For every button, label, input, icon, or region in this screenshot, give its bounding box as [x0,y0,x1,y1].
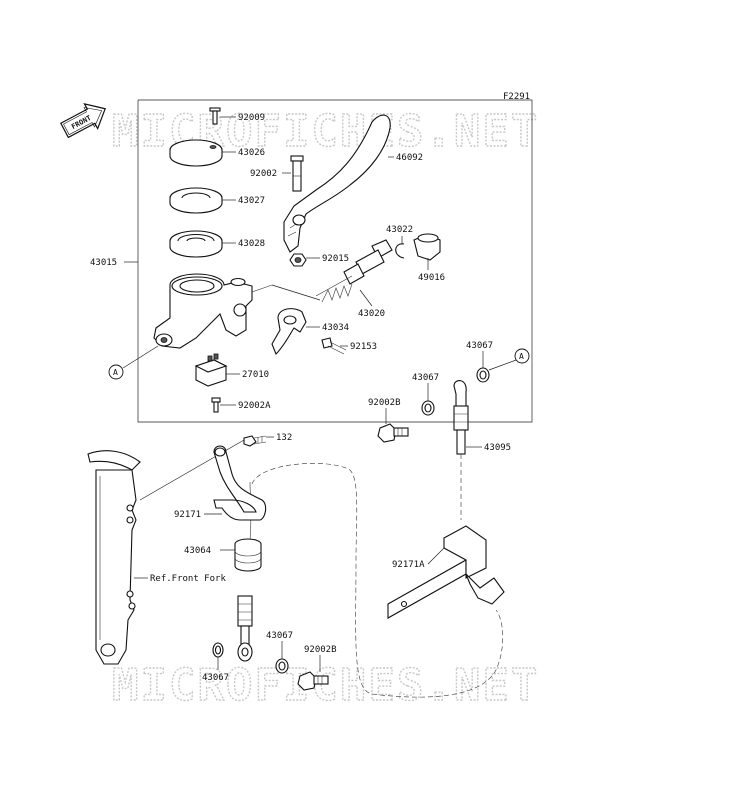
screw-92009-icon [209,107,221,125]
svg-text:A: A [519,352,524,361]
label-92153: 92153 [350,342,377,352]
diaphragm-43028-icon [169,230,223,258]
hose-routing-loop [251,463,504,698]
front-fork-icon [87,450,141,665]
screw-92002a-icon [211,397,221,413]
label-27010: 27010 [242,370,269,380]
label-43067-b: 43067 [412,373,439,383]
bolt-132-icon [243,435,267,447]
label-43067-c: 43067 [266,631,293,641]
svg-text:A: A [113,368,118,377]
label-49016: 49016 [418,273,445,283]
bolt-92153-icon [321,337,347,355]
washer-43067-lower-mid-icon [275,658,289,674]
hose-43095-icon [453,380,469,455]
watermark-bottom: MICROFICHES.NET [112,660,539,711]
label-43064: 43064 [184,546,211,556]
lower-hose-fitting-icon [237,595,253,662]
bracket-92171a-icon [387,525,505,619]
circlip-43022-icon [395,243,405,259]
label-43095: 43095 [484,443,511,453]
clamp-92171-icon [213,445,267,521]
plate-43027-icon [169,187,223,214]
lever-46092-icon [283,114,391,253]
front-arrow-icon: FRONT [60,102,106,139]
label-92002a: 92002A [238,401,271,411]
assembly-box [137,99,533,423]
label-43027: 43027 [238,196,265,206]
label-92002b-b: 92002B [304,645,337,655]
label-92015: 92015 [322,254,349,264]
label-43015: 43015 [90,258,117,268]
callout-a-right: A [514,348,530,364]
nut-92015-icon [289,253,307,267]
washer-43067-lower-left-icon [212,642,224,658]
washer-43067-mid-icon [421,400,435,416]
label-92171a: 92171A [392,560,425,570]
label-43020: 43020 [358,309,385,319]
label-43034: 43034 [322,323,349,333]
piston-43020-icon [315,239,393,303]
clamp-43034-icon [271,308,307,355]
label-43022: 43022 [386,225,413,235]
label-92171: 92171 [174,510,201,520]
label-92002: 92002 [250,169,277,179]
washer-43067-top-icon [476,367,490,383]
label-92009: 92009 [238,113,265,123]
switch-27010-icon [194,353,228,387]
banjo-bolt-92002b-upper-icon [377,423,409,443]
grommet-43064-icon [234,538,262,572]
banjo-bolt-92002b-lower-icon [297,671,329,691]
label-92002b-a: 92002B [368,398,401,408]
label-132: 132 [276,433,292,443]
label-43026: 43026 [238,148,265,158]
cap-43026-icon [169,139,223,167]
label-46092: 46092 [396,153,423,163]
label-ref-front-fork: Ref.Front Fork [150,574,226,584]
label-43028: 43028 [238,239,265,249]
label-43067-d: 43067 [202,673,229,683]
label-43067-a: 43067 [466,341,493,351]
boot-49016-icon [413,233,441,261]
callout-a-left: A [108,364,124,380]
pivot-bolt-92002-icon [290,155,304,192]
figure-code: F2291 [503,92,530,102]
master-cylinder-body-icon [153,273,273,349]
